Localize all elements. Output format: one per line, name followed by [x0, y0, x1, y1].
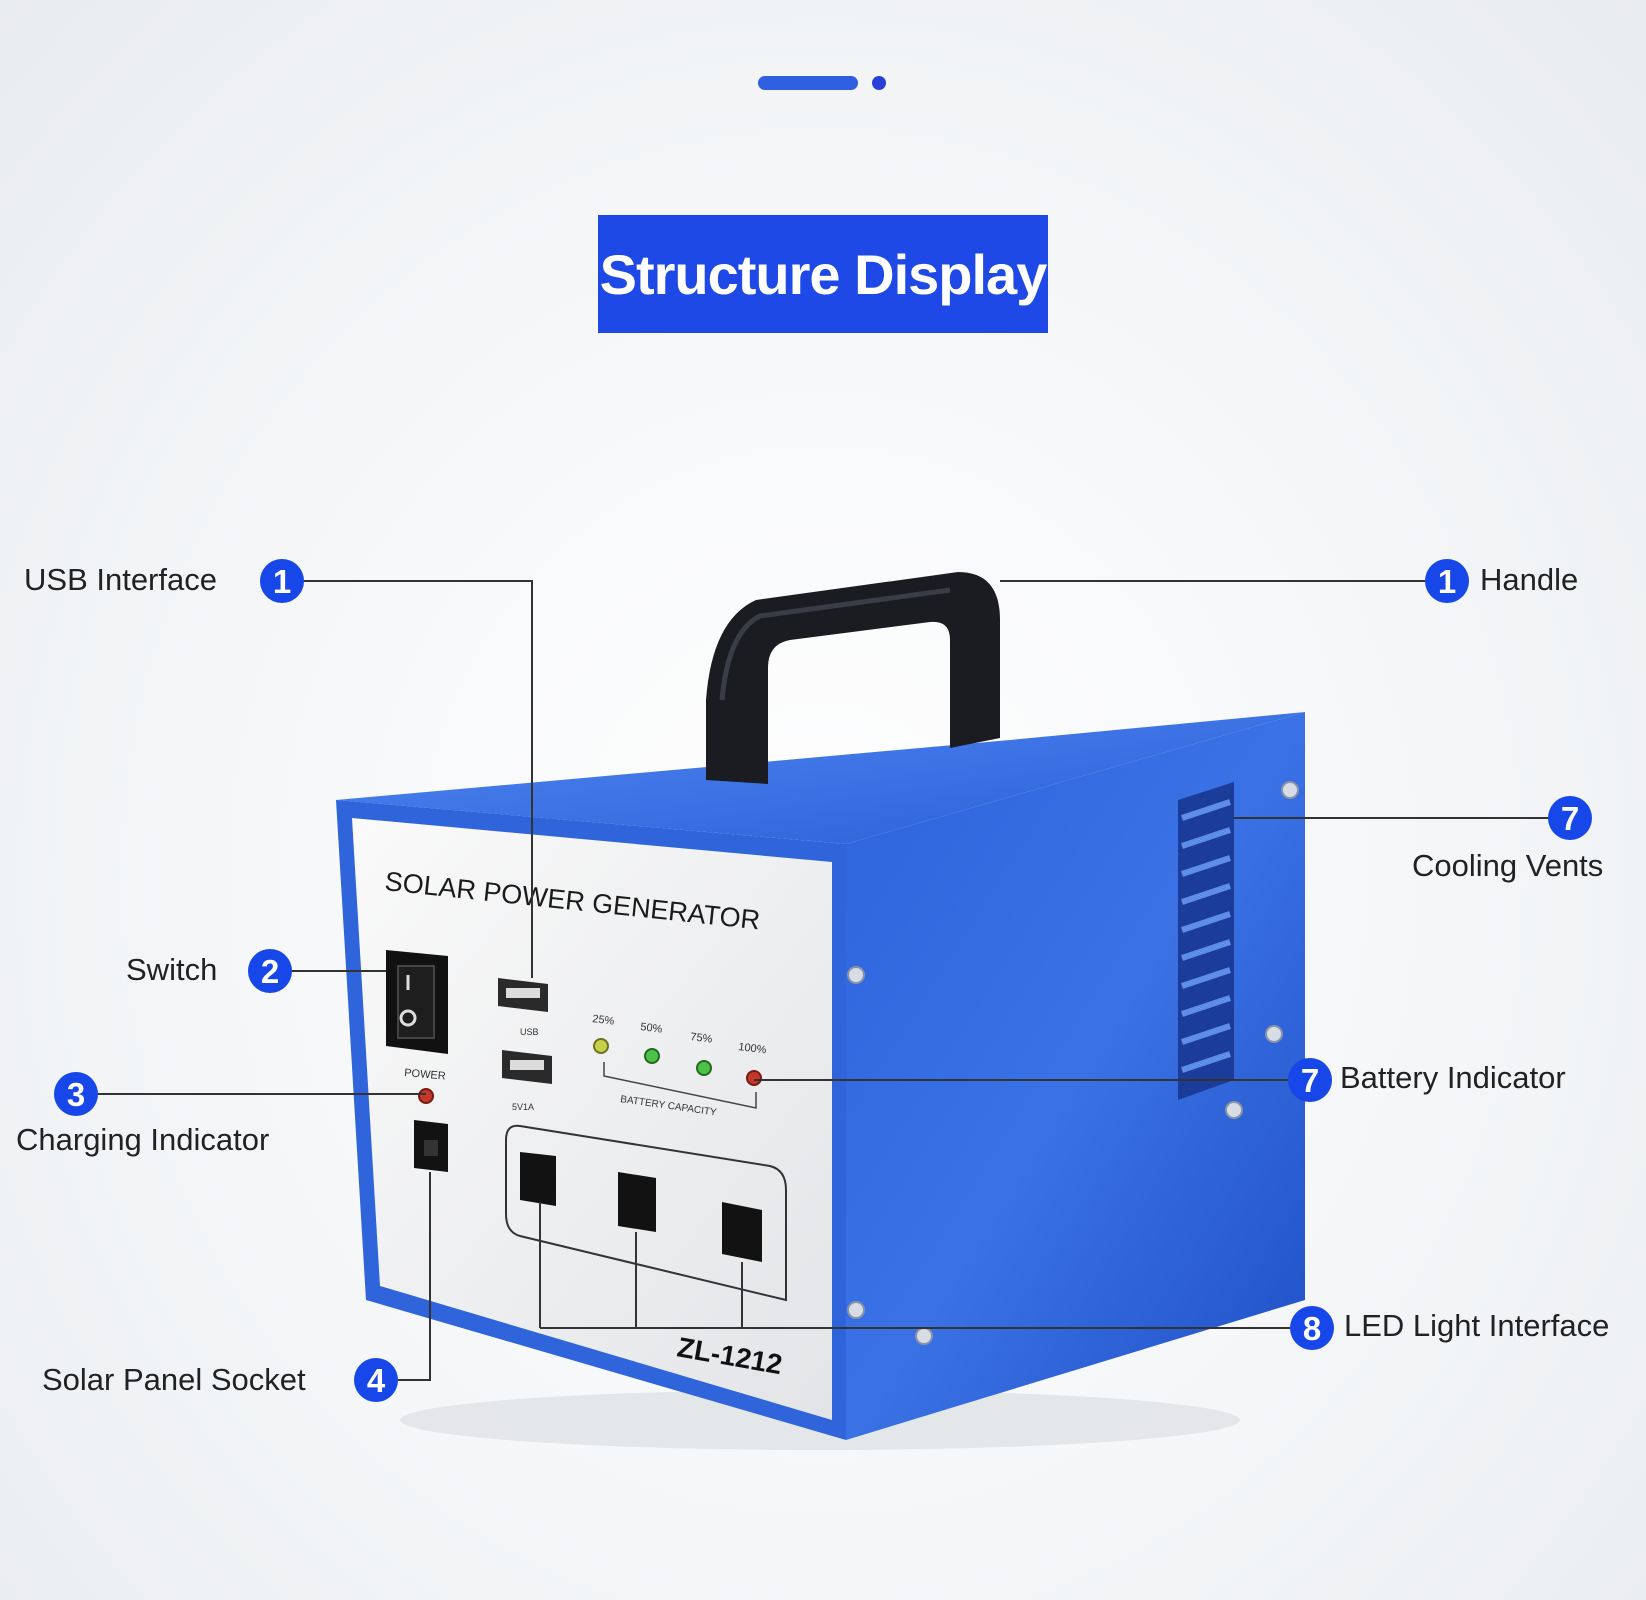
decor-dot — [872, 76, 886, 90]
label-cooling-vents: Cooling Vents — [1412, 848, 1604, 883]
label-usb-interface: USB Interface — [24, 562, 217, 597]
badge-cooling-vents: 7 — [1548, 796, 1592, 840]
led-50 — [644, 1048, 660, 1064]
label-switch: Switch — [126, 952, 218, 987]
cooling-vents-grille — [1178, 782, 1234, 1100]
usb2-label: 5V1A — [512, 1102, 534, 1112]
solar-socket[interactable] — [414, 1120, 448, 1172]
handle-shape — [706, 572, 1000, 784]
dc-port-3 — [722, 1202, 762, 1262]
label-charging-indicator: Charging Indicator — [16, 1122, 270, 1157]
decor-dash — [758, 76, 858, 90]
label-handle: Handle — [1480, 562, 1579, 597]
leader-usb — [302, 580, 533, 978]
led-75 — [696, 1060, 712, 1076]
badge-usb-interface: 1 — [260, 559, 304, 603]
battery-level-50: 50% — [640, 1021, 664, 1036]
badge-handle: 1 — [1425, 559, 1469, 603]
device-top — [336, 712, 1305, 844]
battery-level-100: 100% — [738, 1041, 768, 1056]
badge-charging-indicator: 3 — [54, 1072, 98, 1116]
dc-output-panel — [505, 1124, 787, 1302]
charging-led — [418, 1088, 434, 1104]
screws — [847, 781, 1299, 1345]
power-label: POWER — [404, 1067, 446, 1083]
badge-led-light-interface: 8 — [1290, 1306, 1334, 1350]
badge-switch: 2 — [248, 949, 292, 993]
usb-ports[interactable] — [498, 978, 552, 1084]
battery-level-75: 75% — [690, 1031, 714, 1046]
label-led-light-interface: LED Light Interface — [1344, 1308, 1610, 1343]
leader-solar — [398, 1172, 431, 1381]
badge-battery-indicator: 7 — [1288, 1058, 1332, 1102]
dc-port-1 — [520, 1152, 556, 1206]
label-solar-panel-socket: Solar Panel Socket — [42, 1362, 306, 1397]
led-25 — [593, 1038, 609, 1054]
front-panel — [352, 818, 832, 1420]
badge-solar-panel-socket: 4 — [354, 1358, 398, 1402]
led-100 — [746, 1070, 762, 1086]
battery-level-25: 25% — [592, 1013, 616, 1028]
dc-port-2 — [618, 1172, 656, 1232]
leader-lines — [98, 580, 1548, 1381]
power-switch[interactable] — [386, 950, 448, 1054]
usb-label: USB — [520, 1027, 539, 1037]
label-battery-indicator: Battery Indicator — [1340, 1060, 1566, 1095]
title-banner: Structure Display — [598, 215, 1048, 333]
page-title: Structure Display — [599, 242, 1048, 306]
